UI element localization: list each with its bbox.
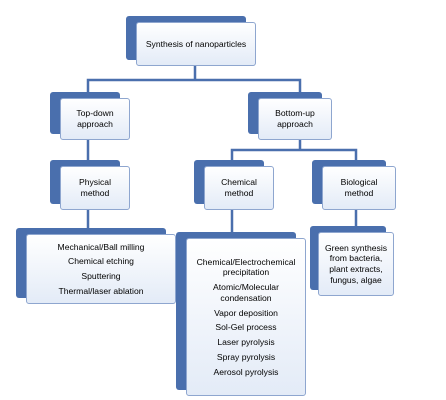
chemical-item: Laser pyrolysis xyxy=(217,337,275,348)
physical-item: Chemical etching xyxy=(68,256,134,267)
connector-bottomup-methods xyxy=(230,136,358,162)
physical-method-label: Physical method xyxy=(79,177,111,198)
bottom-up-node: Bottom-up approach xyxy=(248,92,332,140)
chemical-item: Atomic/Molecular condensation xyxy=(213,282,279,303)
chemical-item: Aerosol pyrolysis xyxy=(213,366,279,377)
biological-method-node: Biological method xyxy=(312,160,396,210)
root-label: Synthesis of nanoparticles xyxy=(145,38,247,49)
physical-method-node: Physical method xyxy=(50,160,130,210)
top-down-label: Top-down approach xyxy=(76,108,114,129)
biological-item: Green synthesis from bacteria, plant ext… xyxy=(324,242,388,285)
chemical-method-label: Chemical method xyxy=(221,177,257,198)
physical-item: Mechanical/Ball milling xyxy=(57,241,145,252)
biological-method-label: Biological method xyxy=(340,177,378,198)
root-node: Synthesis of nanoparticles xyxy=(126,16,256,66)
chemical-item: Spray pyrolysis xyxy=(216,351,276,362)
chemical-item: Chemical/Electrochemical precipitation xyxy=(196,256,296,278)
chemical-items-node: Chemical/Electrochemical precipitation A… xyxy=(176,232,306,396)
top-down-node: Top-down approach xyxy=(50,92,130,140)
biological-items-node: Green synthesis from bacteria, plant ext… xyxy=(310,226,394,296)
chemical-item: Vapor deposition xyxy=(214,307,278,318)
physical-items-node: Mechanical/Ball milling Chemical etching… xyxy=(16,228,176,304)
chemical-method-node: Chemical method xyxy=(194,160,274,210)
bottom-up-label: Bottom-up approach xyxy=(275,108,315,129)
physical-item: Thermal/laser ablation xyxy=(58,285,144,296)
chemical-item: Sol-Gel process xyxy=(215,322,277,333)
physical-item: Sputtering xyxy=(81,271,121,281)
connector-root-branches xyxy=(86,65,302,94)
